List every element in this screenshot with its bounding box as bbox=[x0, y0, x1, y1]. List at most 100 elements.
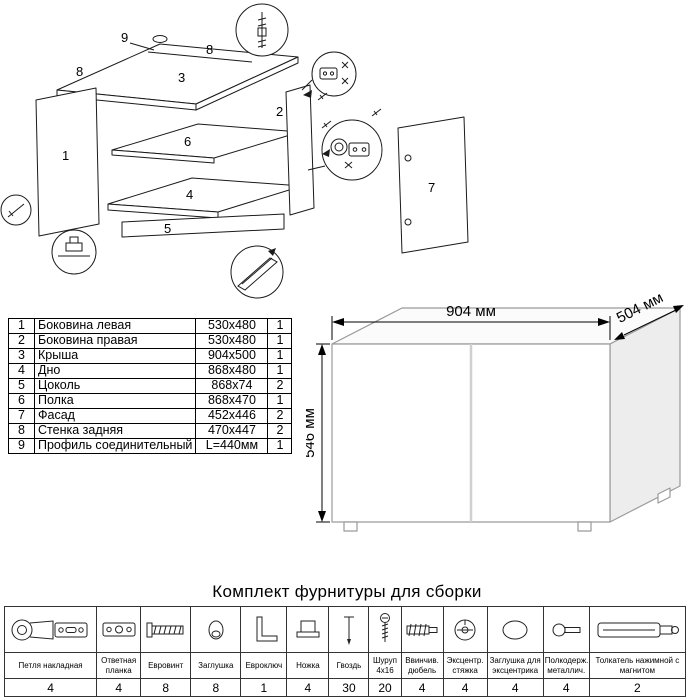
parts-table: 1 Боковина левая 530x480 1 2 Боковина пр… bbox=[8, 318, 293, 454]
part-number: 4 bbox=[8, 363, 35, 379]
hardware-item-name: Гвоздь bbox=[328, 652, 370, 679]
width-dimension-label: 904 мм bbox=[446, 303, 496, 320]
hardware-item-qty: 4 bbox=[486, 678, 544, 697]
dimension-arrowheads bbox=[318, 305, 684, 522]
hardware-item-name: Заглушка для эксцентрика bbox=[486, 652, 544, 679]
eurokey-icon bbox=[256, 616, 278, 641]
hardware-icon-cell bbox=[588, 606, 687, 653]
parts-table-row: 5 Цоколь 868x74 2 bbox=[8, 378, 293, 394]
part-name: Профиль соединительный bbox=[33, 438, 197, 454]
part-size: 904x500 bbox=[195, 348, 269, 364]
hardware-item-qty: 20 bbox=[368, 678, 402, 697]
part-name: Фасад bbox=[33, 408, 197, 424]
parts-table-row: 9 Профиль соединительный L=440мм 1 bbox=[8, 438, 293, 454]
cabinet-dimension-drawing: 904 мм 504 мм 546 мм bbox=[306, 289, 684, 532]
hardware-item-name: Заглушка bbox=[190, 652, 242, 679]
hardware-icon-cell bbox=[486, 606, 544, 653]
shelf-holder-icon bbox=[552, 623, 581, 636]
hardware-item-qty: 4 bbox=[3, 678, 98, 697]
nail-icon bbox=[343, 616, 354, 645]
hardware-icon-cell bbox=[442, 606, 488, 653]
cabinet-foot-right bbox=[577, 521, 592, 532]
part-qty: 1 bbox=[267, 348, 293, 364]
height-dimension-label: 546 мм bbox=[306, 408, 318, 458]
part-number: 9 bbox=[8, 438, 35, 454]
exploded-panels bbox=[35, 35, 469, 254]
part-size: 452x446 bbox=[195, 408, 269, 424]
mounting-plate-icon bbox=[102, 622, 136, 636]
part-qty: 2 bbox=[267, 423, 293, 439]
hardware-icon-cell bbox=[140, 606, 192, 653]
hardware-item-name: Эксцентр. стяжка bbox=[442, 652, 488, 679]
parts-table-row: 8 Стенка задняя 470x447 2 bbox=[8, 423, 293, 439]
fastener-marks bbox=[317, 92, 382, 129]
cabinet-foot-back bbox=[657, 487, 671, 504]
parts-table-row: 7 Фасад 452x446 2 bbox=[8, 408, 293, 424]
part-name: Боковина левая bbox=[33, 318, 197, 334]
hardware-kit-title: Комплект фурнитуры для сборки bbox=[212, 582, 482, 601]
cabinet-foot-left bbox=[343, 521, 358, 532]
euroscrew-icon bbox=[146, 622, 184, 637]
part-name: Полка bbox=[33, 393, 197, 409]
push-opener-icon bbox=[597, 622, 680, 637]
hardware-item-name: Ввинчив. дюбель bbox=[400, 652, 444, 679]
part-name: Боковина правая bbox=[33, 333, 197, 349]
parts-table-row: 1 Боковина левая 530x480 1 bbox=[8, 318, 293, 334]
label-part-6: 6 bbox=[184, 134, 191, 149]
pointer-arrows bbox=[268, 90, 330, 256]
cabinet-body bbox=[331, 307, 681, 532]
label-part-5: 5 bbox=[164, 221, 171, 236]
hardware-icon-cell bbox=[368, 606, 402, 653]
screw-icon bbox=[379, 612, 390, 642]
hardware-icon-cell bbox=[190, 606, 242, 653]
parts-table-row: 3 Крыша 904x500 1 bbox=[8, 348, 293, 364]
part-qty: 1 bbox=[267, 363, 293, 379]
part-number: 8 bbox=[8, 423, 35, 439]
hardware-item-name: Толкатель нажимной с магнитом bbox=[588, 652, 687, 679]
part-size: 868x480 bbox=[195, 363, 269, 379]
label-part-3: 3 bbox=[178, 70, 185, 85]
part-size: 530x480 bbox=[195, 318, 269, 334]
part-qty: 1 bbox=[267, 318, 293, 334]
hardware-qty-row: 4 4 8 8 1 4 30 20 4 4 4 4 2 bbox=[3, 678, 687, 697]
hardware-icon-row bbox=[3, 606, 687, 653]
exploded-view-diagram: 1 2 3 4 5 6 7 8 8 9 bbox=[0, 3, 469, 299]
hardware-icon-cell bbox=[328, 606, 370, 653]
hardware-item-qty: 2 bbox=[588, 678, 687, 697]
part-number: 3 bbox=[8, 348, 35, 364]
part-size: 530x480 bbox=[195, 333, 269, 349]
part-number: 6 bbox=[8, 393, 35, 409]
eccentric-cam-icon bbox=[454, 619, 476, 640]
hardware-icon-cell bbox=[96, 606, 142, 653]
hardware-item-name: Полкодерж. металлич. bbox=[542, 652, 590, 679]
hardware-item-name: Евровинт bbox=[140, 652, 192, 679]
hardware-item-qty: 4 bbox=[96, 678, 142, 697]
parts-table-row: 4 Дно 868x480 1 bbox=[8, 363, 293, 379]
part-qty: 1 bbox=[267, 438, 293, 454]
hardware-icon-cell bbox=[240, 606, 288, 653]
hardware-item-name: Петля накладная bbox=[3, 652, 98, 679]
part-name: Крыша bbox=[33, 348, 197, 364]
callout-detail-glyphs bbox=[7, 12, 370, 291]
hardware-item-name: Ответная планка bbox=[96, 652, 142, 679]
part-qty: 1 bbox=[267, 333, 293, 349]
screw-in-dowel-icon bbox=[406, 623, 438, 636]
hardware-item-name: Шуруп 4x16 bbox=[368, 652, 402, 679]
part-name: Дно bbox=[33, 363, 197, 379]
part-size: 868x74 bbox=[195, 378, 269, 394]
part-size: L=440мм bbox=[195, 438, 269, 454]
hardware-kit-table: Петля накладная Ответная планка Евровинт… bbox=[3, 606, 687, 697]
label-part-8b: 8 bbox=[206, 42, 213, 57]
hinge-icon bbox=[11, 619, 88, 640]
eccentric-cap-icon bbox=[502, 620, 528, 639]
part-number: 7 bbox=[8, 408, 35, 424]
hardware-item-qty: 4 bbox=[542, 678, 590, 697]
hardware-item-name: Евроключ bbox=[240, 652, 288, 679]
hardware-item-qty: 4 bbox=[400, 678, 444, 697]
part-size: 868x470 bbox=[195, 393, 269, 409]
cap-icon bbox=[208, 620, 224, 639]
detail-callout-circles bbox=[0, 3, 383, 299]
part-qty: 2 bbox=[267, 378, 293, 394]
hardware-item-qty: 8 bbox=[190, 678, 242, 697]
part-number: 5 bbox=[8, 378, 35, 394]
